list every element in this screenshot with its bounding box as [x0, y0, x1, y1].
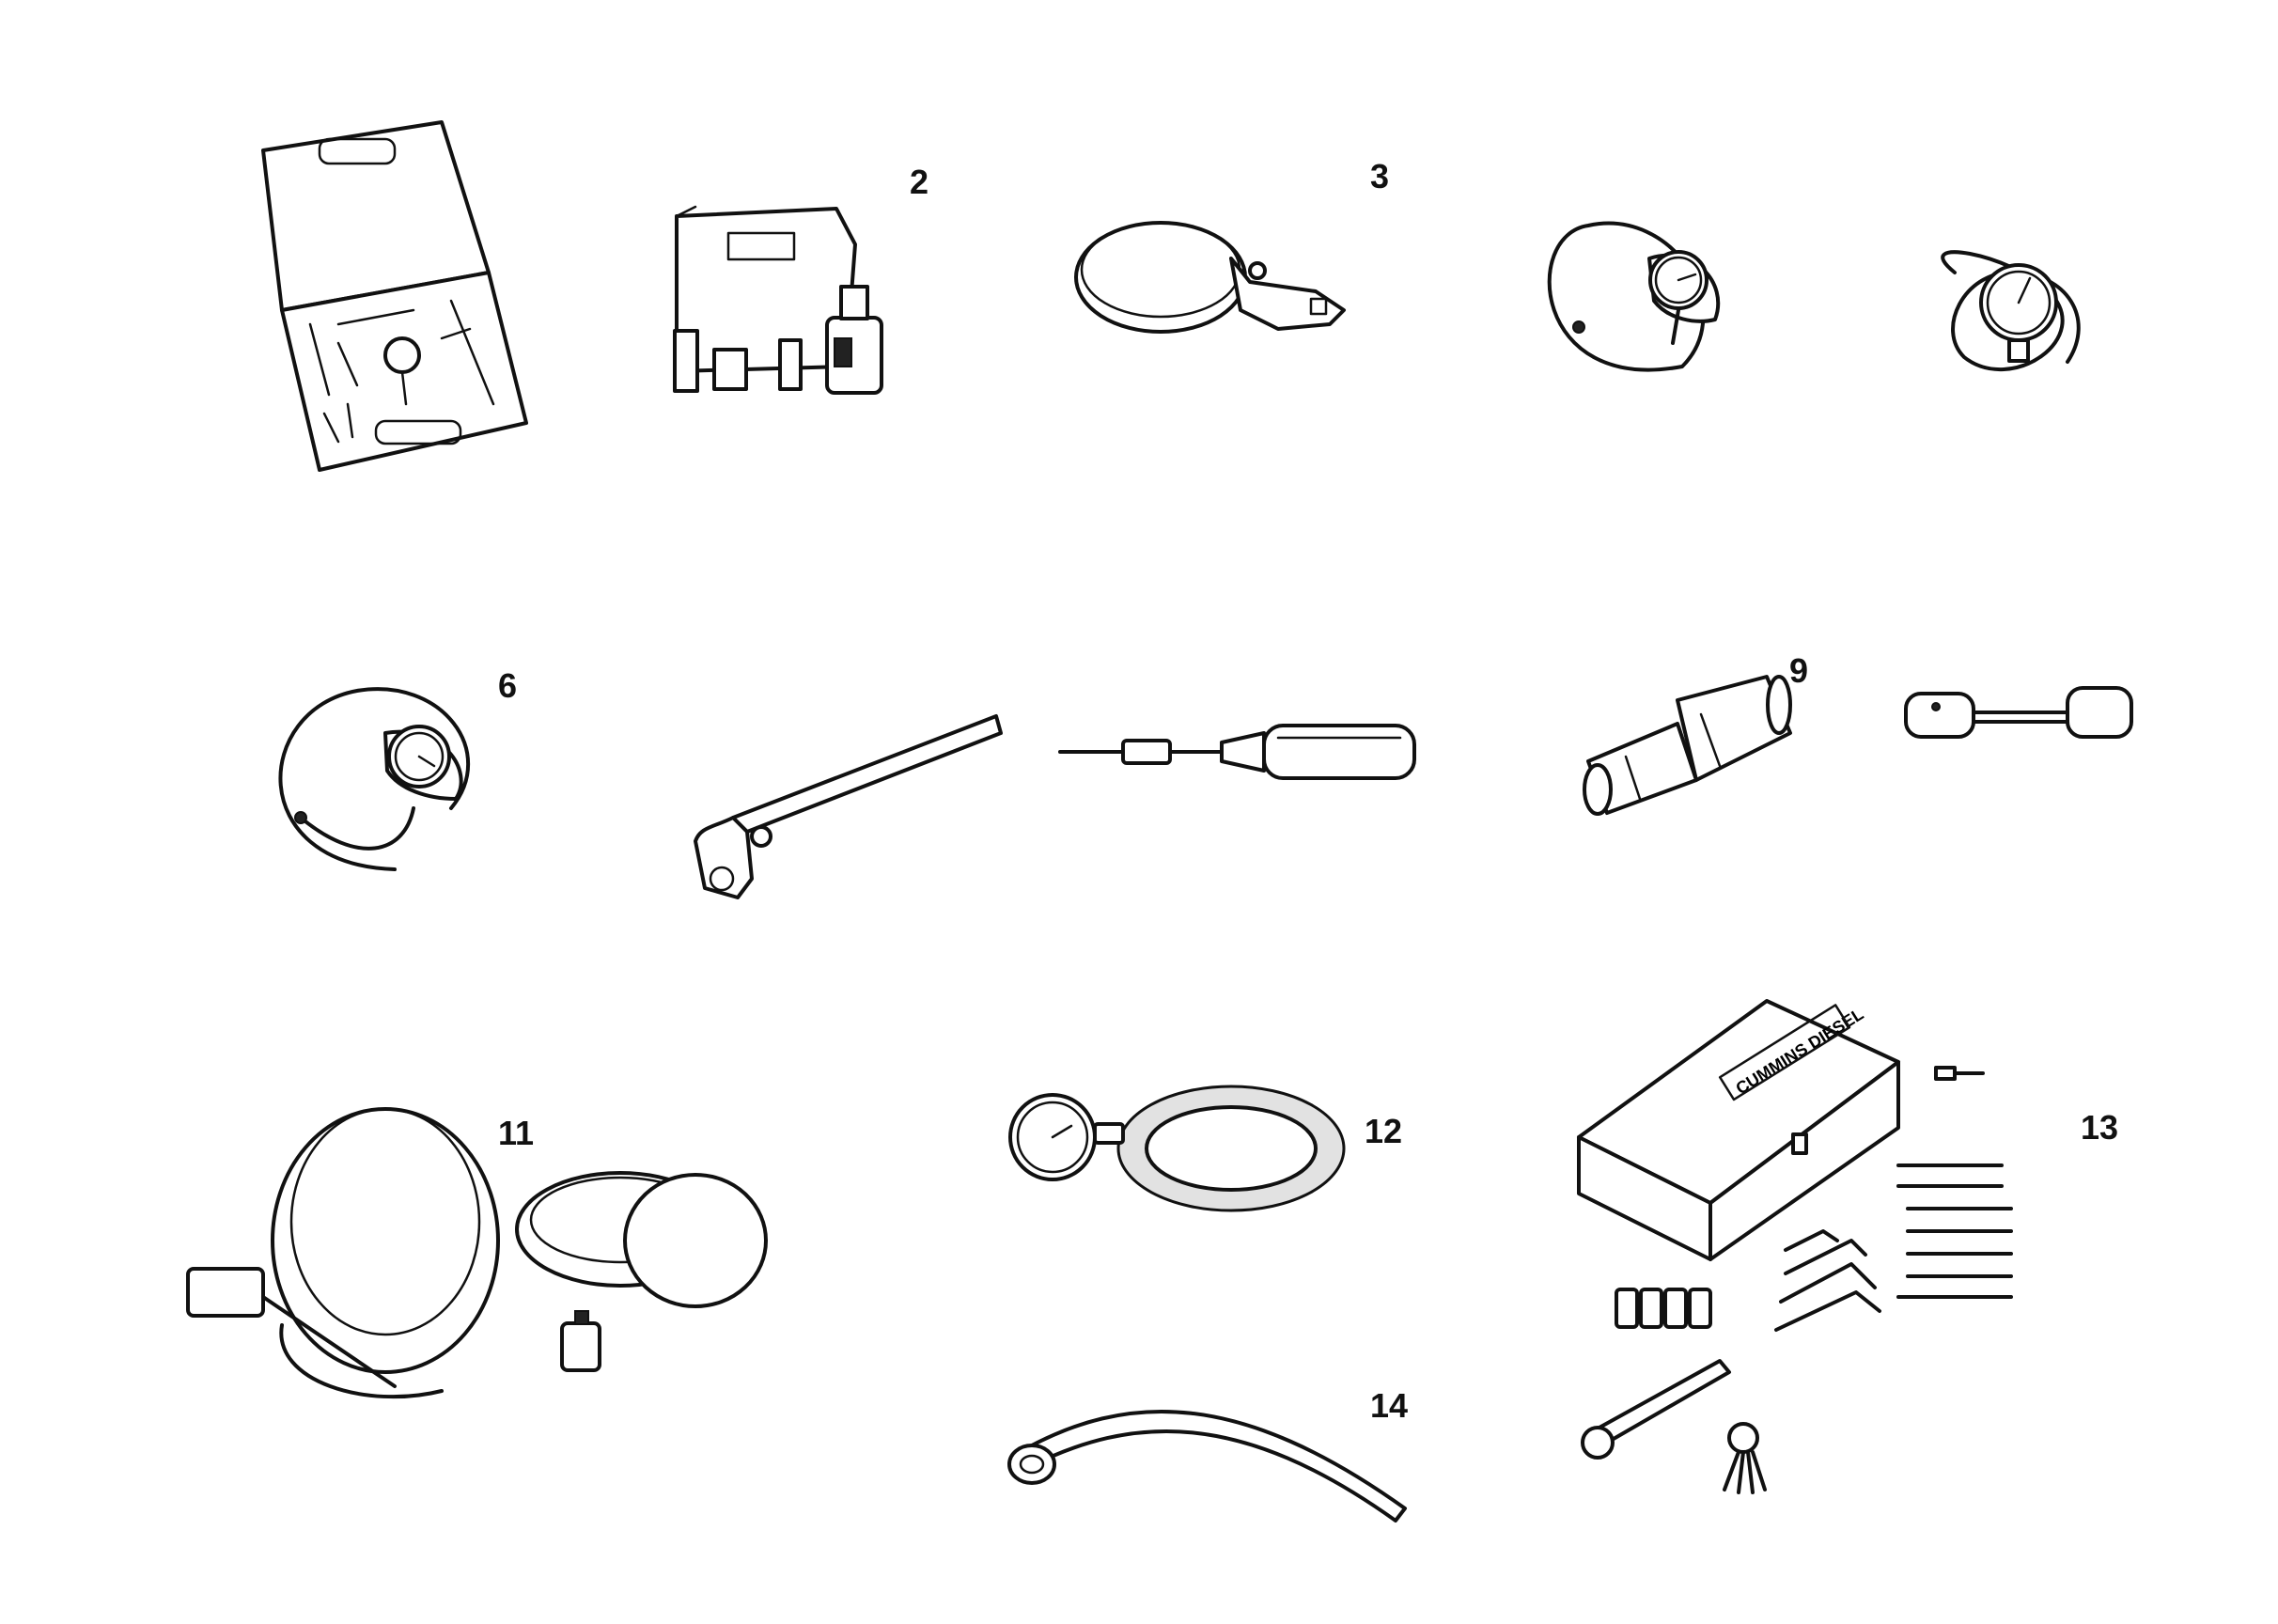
pi-tape-measure-icon — [186, 1107, 768, 1399]
item-number-3: 3 — [1370, 157, 1390, 195]
pressure-gauge-hose-icon — [1547, 221, 1721, 372]
socket-set-icon — [1615, 1288, 1712, 1329]
threaded-adapter-icon — [1583, 675, 1792, 816]
injector-kit-case-icon — [673, 205, 883, 395]
item-number-6: 6 — [498, 666, 518, 705]
curved-pry-bar-icon — [1007, 1409, 1407, 1522]
vacuum-gauge-coil-icon — [1941, 250, 2081, 371]
item-number-2: 2 — [910, 163, 929, 201]
dual-end-puller-icon — [1904, 686, 2133, 739]
ratchet-handle-icon — [1581, 1359, 1731, 1460]
oil-pressure-gauge-icon — [278, 687, 471, 871]
hex-key-set-icon — [1774, 1229, 1881, 1332]
adjusting-wrench-icon — [694, 714, 1003, 899]
timing-tool-case-icon — [261, 120, 528, 472]
item-number-13: 13 — [2081, 1108, 2119, 1147]
toolbox-kit-icon: CUMMINS DIESEL — [1577, 999, 2013, 1494]
wrench-set-icon — [1896, 1163, 2013, 1299]
filter-strap-wrench-icon — [1074, 221, 1346, 334]
feeler-gauge-icon — [1723, 1422, 1767, 1494]
item-number-14: 14 — [1370, 1386, 1409, 1425]
item-number-9: 9 — [1789, 651, 1809, 690]
item-number-11: 11 — [498, 1114, 535, 1152]
item-number-12: 12 — [1365, 1112, 1403, 1150]
injector-screwdriver-icon — [1058, 724, 1416, 780]
fuel-pressure-gauge-hose-icon — [1008, 1085, 1346, 1212]
